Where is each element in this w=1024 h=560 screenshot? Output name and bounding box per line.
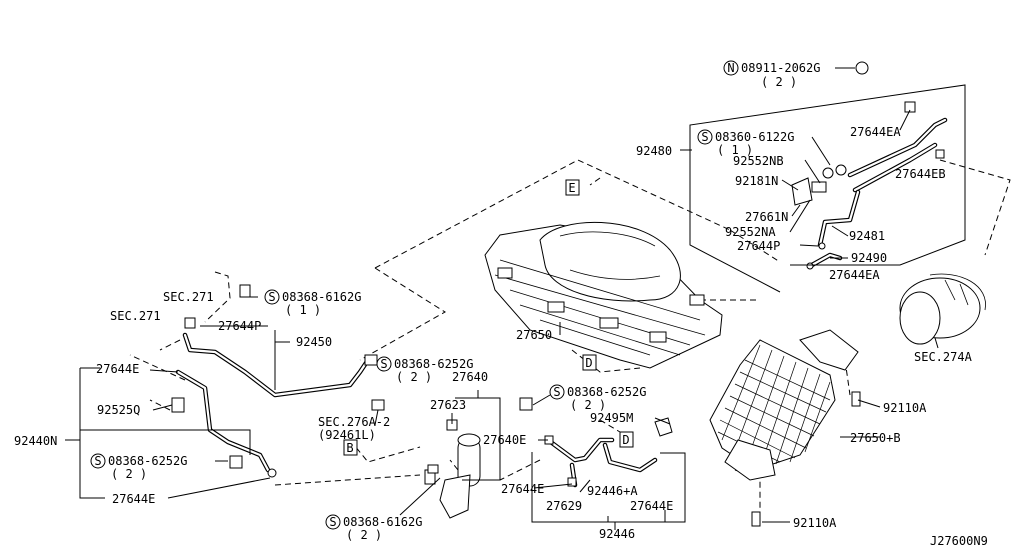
s-marker-letter: S	[380, 357, 387, 371]
label-08360-6122g: 08360-6122G	[715, 130, 794, 144]
label-92490: 92490	[851, 251, 887, 265]
label-sec-276a-2: SEC.276A-2	[318, 415, 390, 429]
fasteners	[171, 61, 945, 527]
label-92110a-lower: 92110A	[793, 516, 837, 530]
label-sec-271-lower: SEC.271	[110, 309, 161, 323]
label-27644e-bottom-left: 27644E	[112, 492, 155, 506]
label-08911-2062g: 08911-2062G	[741, 61, 820, 75]
s-marker-letter: S	[268, 290, 275, 304]
label-08368-6162g-lower-qty: ( 2 )	[346, 528, 382, 542]
s-marker-letter: S	[329, 515, 336, 529]
label-08368-6252g-a: 08368-6252G	[394, 357, 473, 371]
s-marker-letter: S	[701, 130, 708, 144]
label-27640: 27640	[452, 370, 488, 384]
callout-symbols: N S S S S S S	[90, 60, 739, 530]
label-92450: 92450	[296, 335, 332, 349]
label-27644eb: 27644EB	[895, 167, 946, 181]
label-92480: 92480	[636, 144, 672, 158]
diagram-id: J27600N9	[930, 534, 988, 548]
label-92446a: 92446+A	[587, 484, 638, 498]
label-08368-6252g-c-qty: ( 2 )	[111, 467, 147, 481]
n-marker-icon	[723, 60, 739, 76]
s-marker-icon	[90, 453, 106, 469]
label-27640e: 27640E	[483, 433, 526, 447]
receiver-dryer-27640	[424, 433, 481, 519]
label-08368-6252g-c: 08368-6252G	[108, 454, 187, 468]
reference-boxes: E D D B	[343, 179, 634, 456]
s-marker-icon	[264, 289, 280, 305]
label-27644e-left: 27644E	[96, 362, 139, 376]
leader-lines	[65, 67, 966, 530]
label-92110a-upper: 92110A	[883, 401, 927, 415]
ref-box-d-upper: D	[585, 356, 592, 370]
label-27629: 27629	[546, 499, 582, 513]
label-08368-6162g-upper-qty: ( 1 )	[285, 303, 321, 317]
label-27623: 27623	[430, 398, 466, 412]
ac-pipes	[175, 117, 948, 488]
label-27644p-right: 27644P	[737, 239, 780, 253]
label-08368-6252g-b: 08368-6252G	[567, 385, 646, 399]
s-marker-icon	[697, 129, 713, 145]
label-27650: 27650	[516, 328, 552, 342]
label-08368-6252g-b-qty: ( 2 )	[570, 398, 606, 412]
label-92552na: 92552NA	[725, 225, 776, 239]
label-92461l: (92461L)	[318, 428, 376, 442]
label-sec-271-upper: SEC.271	[163, 290, 214, 304]
label-92181n: 92181N	[735, 174, 778, 188]
compressor-sec274a	[899, 273, 986, 345]
n-marker-letter: N	[727, 61, 734, 75]
label-08368-6162g-lower: 08368-6162G	[343, 515, 422, 529]
label-92552nb: 92552NB	[733, 154, 784, 168]
label-92440n: 92440N	[14, 434, 57, 448]
s-marker-icon	[549, 384, 565, 400]
s-marker-letter: S	[553, 385, 560, 399]
s-marker-icon	[376, 356, 392, 372]
label-92525q: 92525Q	[97, 403, 140, 417]
label-27661n: 27661N	[745, 210, 788, 224]
condenser-27650	[484, 221, 723, 369]
s-marker-icon	[325, 514, 341, 530]
label-08368-6252g-a-qty: ( 2 )	[396, 370, 432, 384]
label-27644ea-lower: 27644EA	[829, 268, 880, 282]
ref-box-b: B	[346, 441, 353, 455]
label-92495m: 92495M	[590, 411, 633, 425]
label-sec-274a: SEC.274A	[914, 350, 973, 364]
label-27644e-center: 27644E	[501, 482, 544, 496]
ref-box-e: E	[568, 181, 575, 195]
label-08360-6122g-qty: ( 1 )	[717, 143, 753, 157]
label-27644e-right: 27644E	[630, 499, 673, 513]
label-92446: 92446	[599, 527, 635, 541]
label-92481: 92481	[849, 229, 885, 243]
ref-box-d-lower: D	[622, 433, 629, 447]
dashed-connectors	[129, 159, 1011, 510]
s-marker-letter: S	[94, 454, 101, 468]
label-27644p-left: 27644P	[218, 319, 261, 333]
fan-shroud-27650b	[709, 329, 859, 481]
label-27650b: 27650+B	[850, 431, 901, 445]
label-27644ea-upper: 27644EA	[850, 125, 901, 139]
part-labels: 08911-2062G ( 2 ) 92480 08360-6122G ( 1 …	[14, 61, 988, 548]
label-08911-2062g-qty: ( 2 )	[761, 75, 797, 89]
label-08368-6162g-upper: 08368-6162G	[282, 290, 361, 304]
